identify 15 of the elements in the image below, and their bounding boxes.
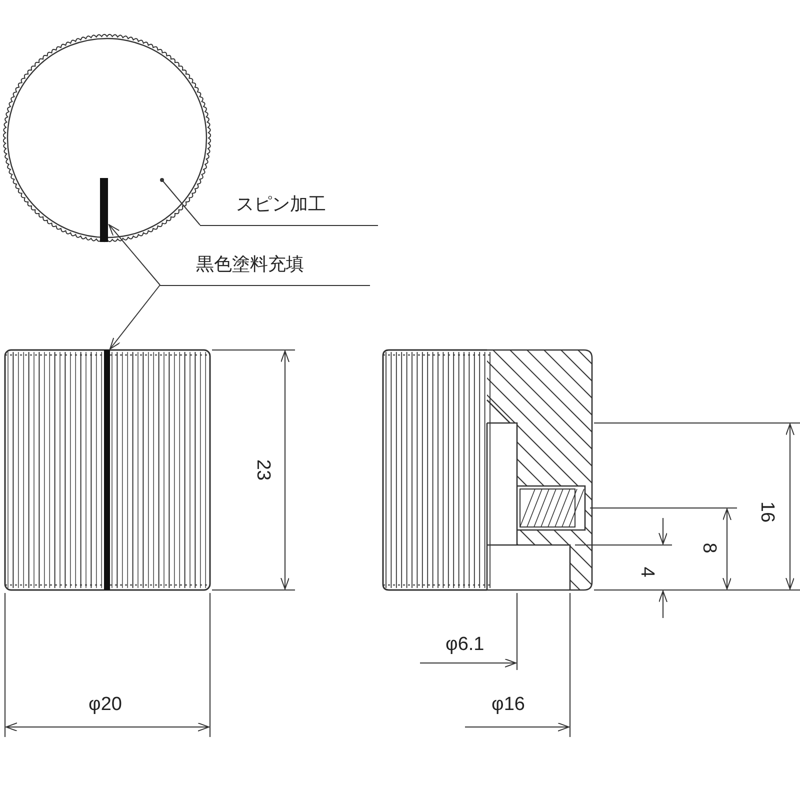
paint-stripe — [100, 178, 108, 242]
dimension-label: 4 — [634, 566, 657, 578]
leader-label: 黒色塗料充填 — [160, 250, 370, 286]
dimension-label: 8 — [696, 542, 719, 554]
dimension-label: φ16 — [492, 694, 525, 716]
leader-line — [108, 224, 160, 286]
paint-stripe — [104, 350, 110, 590]
leader-label: スピン加工 — [200, 190, 378, 226]
dimension-label: φ6.1 — [446, 634, 484, 656]
leader-line — [160, 178, 200, 226]
dimension-label: 16 — [755, 501, 778, 523]
dimension-label: 23 — [251, 459, 274, 481]
knob-top-view-drawing — [3, 32, 211, 244]
dimension-label: φ20 — [88, 694, 122, 716]
leader-line — [110, 284, 160, 350]
